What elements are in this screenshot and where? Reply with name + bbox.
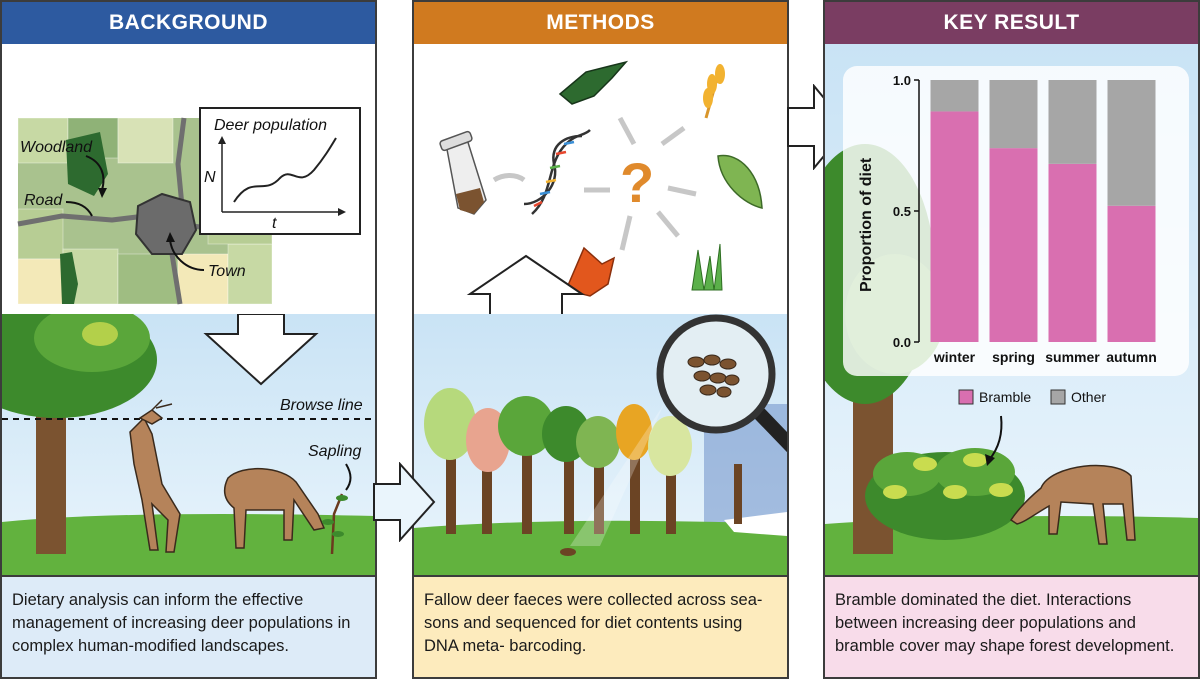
bar-bramble-spring xyxy=(989,148,1038,342)
woodland-label: Woodland xyxy=(20,139,93,156)
sapling-label: Sapling xyxy=(308,443,361,460)
background-header: BACKGROUND xyxy=(2,2,375,44)
x-tick-label: autumn xyxy=(1106,349,1157,365)
bramble-bush xyxy=(865,448,1025,540)
bar-other-summer xyxy=(1048,80,1097,164)
x-tick-label: spring xyxy=(992,349,1035,365)
inset-x-label: t xyxy=(272,215,277,232)
inset-title: Deer population xyxy=(214,117,327,134)
methods-caption: Fallow deer faeces were collected across… xyxy=(414,575,787,677)
legend-other-swatch xyxy=(1050,389,1066,405)
result-scene: Proportion of diet winter spring summer aut… xyxy=(825,44,1198,577)
y-axis-label: Proportion of diet xyxy=(858,157,875,292)
bar-bramble-autumn xyxy=(1107,205,1156,342)
unknown-diet-symbol: ? xyxy=(620,151,654,214)
x-tick-label: winter xyxy=(933,349,976,365)
key-result-caption: Bramble dominated the diet. Interactions… xyxy=(825,575,1198,677)
bar-other-spring xyxy=(989,80,1038,149)
browse-scene: Browse line Sapling xyxy=(2,314,375,577)
key-result-panel: KEY RESULT xyxy=(823,0,1200,679)
forest-trees xyxy=(424,388,742,534)
background-panel: BACKGROUND Deer popu xyxy=(0,0,377,679)
road-label: Road xyxy=(24,192,63,209)
stacked-bar-chart: Proportion of diet winter spring summer aut… xyxy=(858,73,1157,365)
holly-leaf-icon xyxy=(558,60,629,105)
forest-scene xyxy=(414,314,787,577)
methods-panel: METHODS ? xyxy=(412,0,789,679)
sapling xyxy=(322,493,348,555)
y-tick-label: 1.0 xyxy=(893,73,911,88)
bar-bramble-summer xyxy=(1048,163,1097,342)
legend-bramble-label: Bramble xyxy=(979,389,1031,405)
bar-other-autumn xyxy=(1107,80,1156,206)
landscape-map: Deer population N t Woodland Road Town xyxy=(2,44,375,314)
browse-line-label: Browse line xyxy=(280,397,363,414)
maple-leaf-icon xyxy=(564,246,616,297)
y-tick-label: 0.5 xyxy=(893,204,911,219)
wheat-icon xyxy=(703,64,725,119)
magnifying-glass-icon xyxy=(570,314,787,546)
fallow-deer xyxy=(1009,464,1136,545)
town-label: Town xyxy=(208,263,246,280)
grass-icon xyxy=(691,243,723,291)
inset-y-label: N xyxy=(204,169,216,186)
arrow-background-to-methods xyxy=(373,462,436,542)
legend-bramble-swatch xyxy=(958,389,974,405)
background-caption: Dietary analysis can inform the effectiv… xyxy=(2,575,375,677)
legend-other-label: Other xyxy=(1071,389,1106,405)
methods-header: METHODS xyxy=(414,2,787,44)
bar-bramble-winter xyxy=(930,111,979,342)
key-result-header: KEY RESULT xyxy=(825,2,1198,44)
grazing-deer xyxy=(223,468,326,549)
browsing-deer xyxy=(129,399,181,553)
chart-legend: Bramble Other xyxy=(958,389,1106,405)
dna-icon xyxy=(523,129,591,215)
x-tick-label: summer xyxy=(1045,349,1100,365)
bar-other-winter xyxy=(930,80,979,112)
oak-leaf-icon xyxy=(717,154,763,209)
y-tick-label: 0.0 xyxy=(893,335,911,350)
metabarcoding-diagram: ? xyxy=(414,44,787,314)
sample-tube-icon xyxy=(439,130,487,215)
